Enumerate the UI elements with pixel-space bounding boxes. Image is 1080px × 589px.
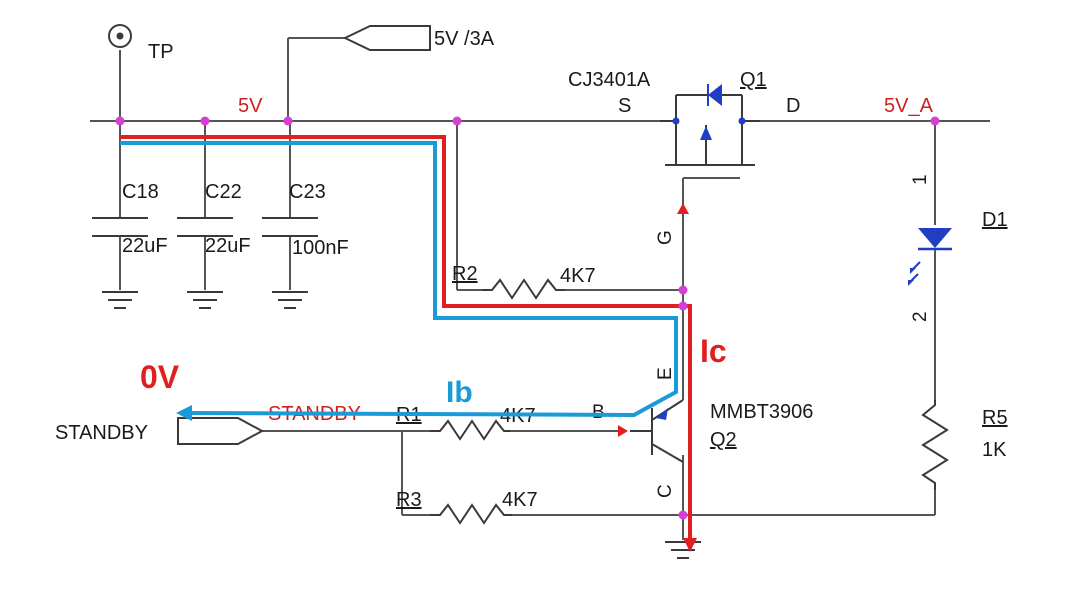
r3-ref: R3 — [396, 489, 422, 511]
resistor-r5: R5 1K — [921, 400, 1008, 490]
port-5v-3a: 5V /3A — [342, 25, 495, 51]
net-5v-label: 5V — [238, 95, 263, 117]
r5-ref: R5 — [982, 407, 1008, 429]
tp-label: TP — [148, 41, 174, 63]
light-emit-icon — [908, 261, 921, 286]
arrow-icon — [700, 126, 712, 140]
led-d1: 1 2 D1 — [908, 174, 1008, 322]
test-point-tp: TP — [108, 24, 174, 63]
annotation-ic: Ic — [700, 333, 727, 369]
gate-arrow-icon — [677, 203, 689, 214]
base-arrow-icon — [618, 425, 628, 437]
d1-pin2: 2 — [910, 311, 931, 322]
resistor-r2: R2 4K7 — [452, 263, 596, 300]
annotation-0v: 0V — [140, 359, 180, 395]
q2-c-label: C — [655, 484, 676, 498]
q1-ref: Q1 — [740, 69, 767, 91]
ground-icon — [187, 291, 223, 309]
r3-value: 4K7 — [502, 489, 538, 511]
q1-d-label: D — [786, 95, 800, 117]
ground-icon — [272, 291, 308, 309]
transistor-q2: B E C MMBT3906 Q2 — [592, 367, 813, 498]
c22-value: 22uF — [205, 235, 251, 257]
ic-current-path — [120, 135, 697, 552]
q1-part: CJ3401A — [568, 69, 651, 91]
r5-value: 1K — [982, 439, 1007, 461]
mosfet-q1: CJ3401A Q1 S D G — [568, 69, 800, 245]
port-5v3a-label: 5V /3A — [434, 28, 495, 50]
c23-value: 100nF — [292, 237, 349, 259]
q2-e-label: E — [655, 367, 676, 380]
d1-pin1: 1 — [910, 174, 931, 185]
ground-icon — [665, 541, 701, 559]
c23-ref: C23 — [289, 181, 326, 203]
q1-g-label: G — [655, 230, 676, 245]
q1-s-label: S — [618, 95, 631, 117]
junction-nodes — [115, 116, 940, 520]
ib-current-path — [120, 141, 678, 421]
d1-ref: D1 — [982, 209, 1008, 231]
diode-arrow-icon — [708, 84, 722, 106]
standby-port-label: STANDBY — [55, 422, 148, 444]
r2-value: 4K7 — [560, 265, 596, 287]
net-5v-a-label: 5V_A — [884, 95, 934, 117]
c18-ref: C18 — [122, 181, 159, 203]
capacitor-c22: C22 22uF — [177, 181, 251, 257]
wires — [90, 37, 990, 540]
capacitor-c18: C18 22uF — [92, 181, 168, 257]
ic-arrow-icon — [683, 538, 697, 552]
c22-ref: C22 — [205, 181, 242, 203]
resistor-r3: R3 4K7 — [396, 489, 538, 525]
c18-value: 22uF — [122, 235, 168, 257]
emitter-arrow-icon — [656, 408, 668, 420]
capacitor-c23: C23 100nF — [262, 181, 349, 259]
q2-ref: Q2 — [710, 429, 737, 451]
ground-icon — [102, 291, 138, 309]
r2-ref: R2 — [452, 263, 478, 285]
resistor-r1: R1 4K7 — [396, 404, 536, 441]
ib-arrow-icon — [176, 405, 192, 421]
annotation-ib: Ib — [446, 376, 473, 409]
standby-port: STANDBY STANDBY — [55, 403, 361, 445]
q2-part: MMBT3906 — [710, 401, 813, 423]
q2-b-label: B — [592, 402, 605, 423]
